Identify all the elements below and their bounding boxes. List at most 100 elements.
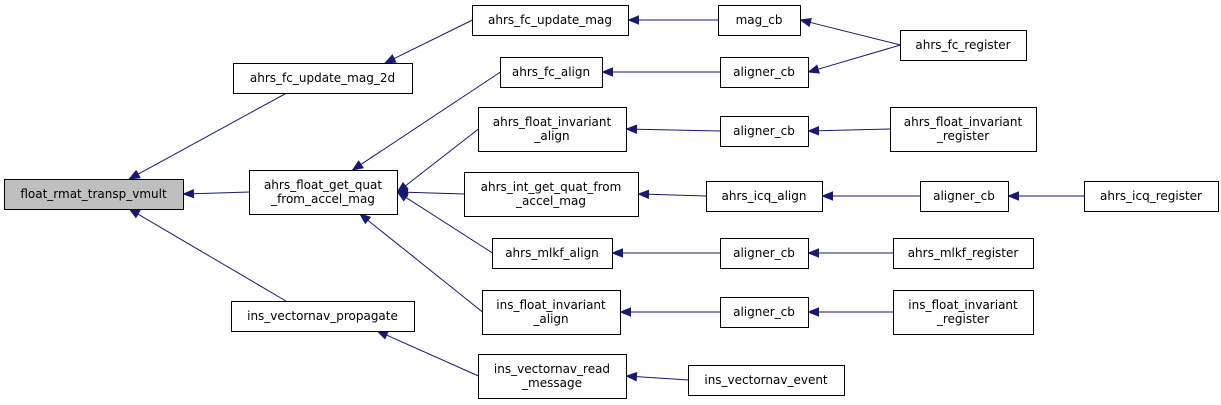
call-edge [193,191,250,195]
call-edge [407,191,465,195]
node-ins-vectornav-read-message[interactable]: ins_vectornav_read_message [478,354,627,399]
arrowhead-icon [396,191,409,202]
node-ahrs-fc-update-mag-2d[interactable]: ahrs_fc_update_mag_2d [233,63,413,94]
node-aligner-cb-ins[interactable]: aligner_cb [720,297,809,328]
node-box [249,170,398,215]
arrowhead-icon [807,126,820,136]
node-box [890,107,1037,152]
node-ins-float-invariant-register[interactable]: ins_float_invariant_register [893,290,1034,335]
node-box [893,290,1034,335]
node-box [233,63,413,94]
node-box [720,238,809,269]
node-box [492,238,613,269]
arrowhead-icon [351,160,364,171]
node-label: ahrs_icq_align [722,189,807,203]
call-edge [360,71,501,165]
node-ahrs-mlkf-register[interactable]: ahrs_mlkf_register [893,238,1034,269]
node-label: _from_accel_mag [270,192,375,206]
arrowhead-icon [625,371,638,382]
node-box [920,181,1009,212]
arrowhead-icon [625,124,638,134]
arrowhead-icon [611,248,623,258]
node-box [720,116,809,147]
node-ahrs-float-invariant-register[interactable]: ahrs_float_invariant_register [890,107,1037,152]
node-label: ahrs_float_get_quat [264,178,382,192]
node-ahrs-icq-register[interactable]: ahrs_icq_register [1084,181,1219,212]
node-label: aligner_cb [733,124,795,138]
call-edge [405,196,493,254]
node-ins-float-invariant-align[interactable]: ins_float_invariant_align [482,290,621,335]
edge-layer [128,15,1085,382]
node-mag-cb[interactable]: mag_cb [718,5,801,36]
node-label: aligner_cb [733,246,795,260]
node-label: _message [521,376,582,390]
node-layer: float_rmat_transp_vmult ahrs_fc_update_ma… [4,5,1219,399]
node-label: _register [936,129,989,143]
node-ahrs-icq-align[interactable]: ahrs_icq_align [706,181,823,212]
node-box [893,238,1034,269]
call-edge [636,128,721,132]
node-label: aligner_cb [733,305,795,319]
node-label: ins_float_invariant [908,298,1018,312]
call-edge [636,376,689,381]
node-box [706,181,823,212]
node-box [4,179,184,210]
call-edge [817,44,901,70]
node-label: ins_vectornav_read [494,362,610,376]
arrowhead-icon [376,330,389,340]
node-label: mag_cb [736,13,783,27]
node-label: ahrs_mlkf_register [908,246,1019,260]
node-label: aligner_cb [733,65,795,79]
arrowhead-icon [619,307,631,317]
call-edge [818,128,891,132]
node-label: ahrs_float_invariant [904,115,1023,129]
node-box [478,354,627,399]
call-edge [648,193,707,197]
node-label: ahrs_fc_update_mag_2d [250,71,395,85]
node-aligner-cb-fi[interactable]: aligner_cb [720,116,809,147]
arrowhead-icon [383,54,397,64]
call-edge [810,21,901,46]
node-label: ins_vectornav_propagate [247,309,398,323]
call-edge [393,19,473,60]
node-box [464,172,639,217]
node-ahrs-fc-update-mag[interactable]: ahrs_fc_update_mag [472,5,629,36]
node-label: ahrs_fc_register [915,38,1010,52]
node-box [688,365,845,396]
node-box [482,290,621,335]
node-aligner-cb-mlkf[interactable]: aligner_cb [720,238,809,269]
call-edge [137,92,287,175]
node-ahrs-float-get-quat-from-accel-mag[interactable]: ahrs_float_get_quat_from_accel_mag [249,170,398,215]
arrowhead-icon [358,213,372,225]
node-aligner-cb-icq[interactable]: aligner_cb [920,181,1009,212]
node-label: _accel_mag [515,194,586,208]
node-label: float_rmat_transp_vmult [20,187,167,201]
arrowhead-icon [601,67,613,77]
node-label: ahrs_fc_update_mag [488,13,612,27]
node-ins-vectornav-event[interactable]: ins_vectornav_event [688,365,845,396]
node-ahrs-mlkf-align[interactable]: ahrs_mlkf_align [492,238,613,269]
call-edge [386,334,479,377]
arrowhead-icon [821,191,833,201]
node-label: _register [936,312,989,326]
call-edge [137,213,287,302]
node-ahrs-fc-register[interactable]: ahrs_fc_register [900,30,1027,61]
node-label: ahrs_fc_align [512,65,590,79]
call-edge [367,219,483,313]
node-aligner-cb-fc[interactable]: aligner_cb [720,57,809,88]
node-label: ins_float_invariant [496,298,606,312]
node-label: ins_vectornav_event [704,373,828,387]
node-ins-vectornav-propagate[interactable]: ins_vectornav_propagate [231,301,415,332]
node-float-rmat-transp-vmult[interactable]: float_rmat_transp_vmult [4,179,184,210]
node-ahrs-fc-align[interactable]: ahrs_fc_align [500,57,603,88]
node-ahrs-float-invariant-align[interactable]: ahrs_float_invariant_align [478,107,627,152]
node-box [478,107,627,152]
node-ahrs-int-get-quat-from-accel-mag[interactable]: ahrs_int_get_quat_from_accel_mag [464,172,639,217]
node-label: ahrs_icq_register [1100,189,1202,203]
node-label: _align [532,312,568,326]
arrowhead-icon [799,17,812,28]
node-box [500,57,603,88]
node-box [720,57,809,88]
node-box [472,5,629,36]
